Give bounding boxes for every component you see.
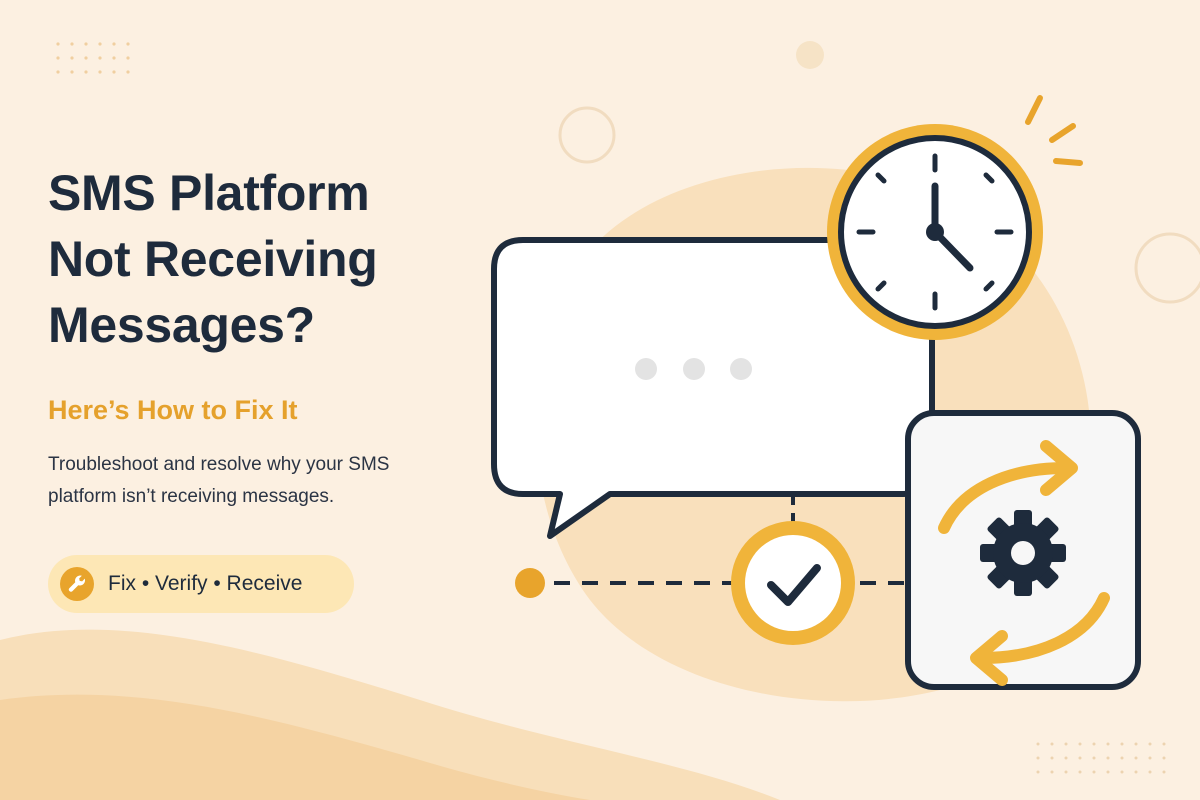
deco-circle-outline-top	[558, 106, 616, 164]
dot-grid-top-left	[46, 40, 130, 84]
wrench-icon	[60, 567, 94, 601]
sync-card	[905, 410, 1141, 690]
fix-verify-receive-badge: Fix • Verify • Receive	[48, 555, 354, 613]
connector-line	[515, 495, 912, 598]
title-line-2: Not Receiving	[48, 231, 378, 287]
checkmark-icon	[731, 521, 855, 645]
deco-circle-filled-top	[796, 41, 824, 69]
typing-dots-icon	[635, 358, 752, 380]
description-line-1: Troubleshoot and resolve why your SMS	[48, 454, 390, 475]
gear-icon	[980, 510, 1066, 596]
description-line-2: platform isn’t receiving messages.	[48, 486, 335, 507]
clock-sparkle-lines	[1025, 95, 1083, 166]
hero-description: Troubleshoot and resolve why your SMS pl…	[48, 449, 478, 513]
connector-start-dot	[515, 568, 545, 598]
deco-circle-outline-right	[1134, 232, 1200, 304]
badge-label: Fix • Verify • Receive	[108, 572, 303, 595]
title-line-3: Messages?	[48, 297, 315, 353]
clock-icon	[827, 95, 1083, 340]
sync-arrows-icon	[938, 440, 1110, 686]
hero-subtitle: Here’s How to Fix It	[48, 395, 298, 425]
page-title: SMS Platform Not Receiving Messages?	[48, 160, 488, 358]
title-line-1: SMS Platform	[48, 165, 370, 221]
dot-grid-bottom-right	[1030, 740, 1170, 784]
wave-front	[0, 694, 590, 800]
